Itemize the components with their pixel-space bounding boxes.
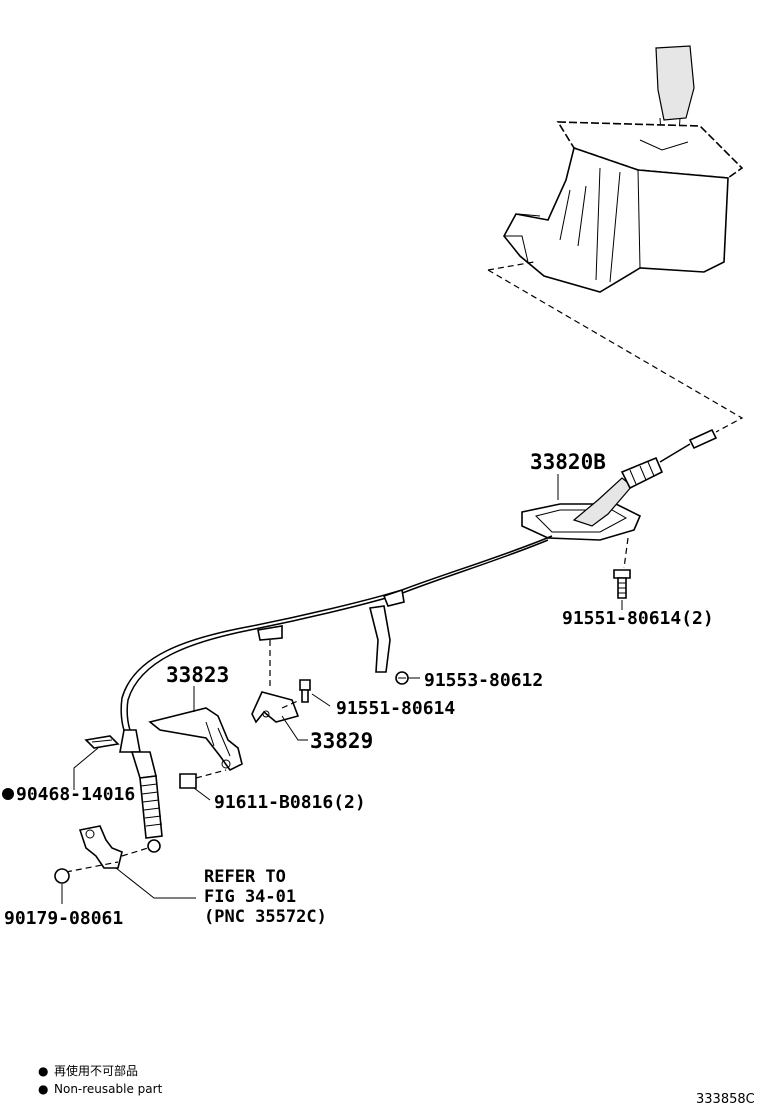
bolt-mid — [395, 671, 409, 685]
lever-bracket — [54, 825, 149, 884]
bolt-top — [613, 537, 631, 599]
legend-bullet-ja: ● — [38, 1064, 48, 1078]
shift-cable — [119, 428, 718, 853]
label-bolt-clamp: 91551-80614 — [336, 698, 455, 719]
label-washer: 90179-08061 — [4, 908, 123, 929]
refer-line-1: REFER TO — [204, 867, 286, 887]
label-clamp: 33829 — [310, 729, 373, 753]
shifter-connection-line — [487, 261, 535, 271]
shift-lever-assembly — [503, 45, 744, 293]
figure-code: 333858C — [696, 1092, 755, 1107]
shifter-connection-line — [487, 269, 744, 433]
cable-clamp — [251, 605, 391, 724]
refer-line-2: FIG 34-01 — [204, 887, 296, 907]
label-clip: 90468-14016 — [16, 784, 135, 805]
cable-bracket — [148, 707, 243, 789]
label-bracket: 33823 — [166, 663, 229, 687]
label-bolt-mid: 91553-80612 — [424, 670, 543, 691]
legend-japanese: 再使用不可部品 — [54, 1063, 138, 1078]
legend-bullet-en: ● — [38, 1082, 48, 1096]
clip — [84, 735, 120, 749]
leader-lines — [61, 474, 623, 904]
legend-english: Non-reusable part — [54, 1082, 163, 1096]
non-reusable-marker — [2, 788, 14, 800]
label-bolt-bracket: 91611-B0816(2) — [214, 792, 366, 813]
label-cable: 33820B — [530, 450, 606, 474]
refer-line-3: (PNC 35572C) — [204, 907, 327, 927]
label-bolt-top: 91551-80614(2) — [562, 608, 714, 629]
